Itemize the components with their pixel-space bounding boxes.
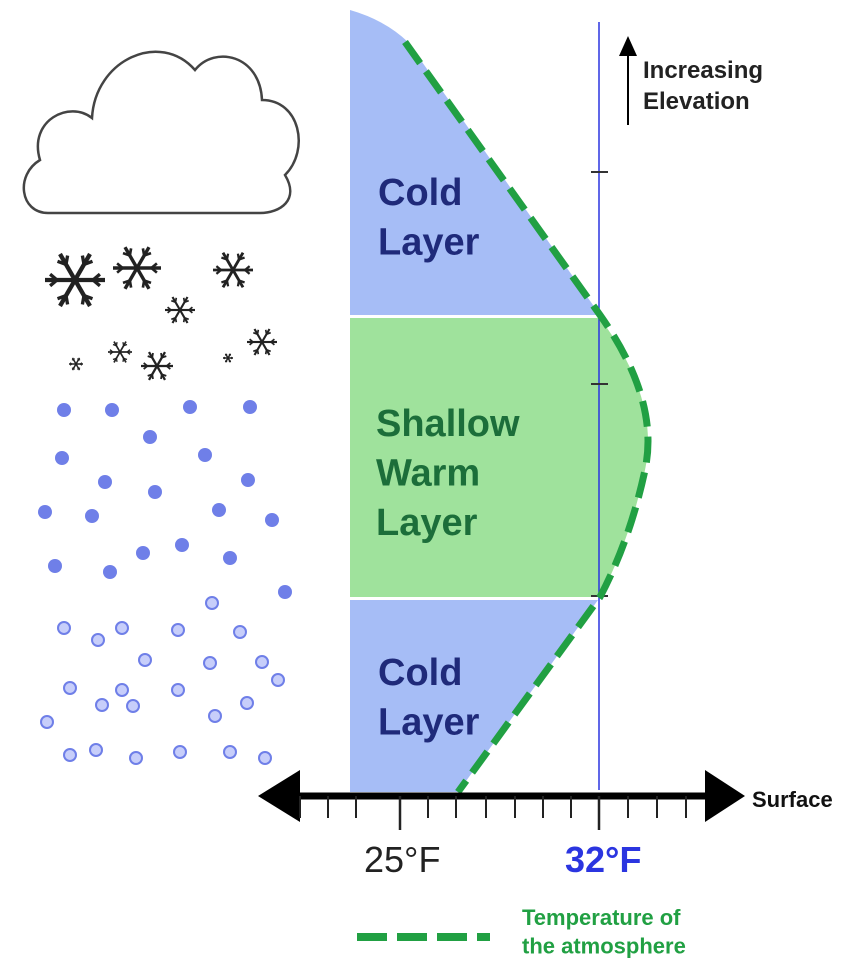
sleet-pellet-icon (171, 623, 185, 637)
sleet-pellet-icon (203, 656, 217, 670)
sleet-pellet-icon (63, 681, 77, 695)
sleet-pellet-icon (183, 400, 197, 414)
snowflakes (45, 246, 277, 381)
sleet-pellet-icon (115, 683, 129, 697)
sleet-pellet-icon (115, 621, 129, 635)
sleet-pellet-icon (91, 633, 105, 647)
snowflake-icon (223, 353, 233, 363)
snowflake-icon (141, 351, 173, 381)
sleet-pellet-icon (57, 621, 71, 635)
sleet-pellet-icon (265, 513, 279, 527)
sleet-pellet-icon (223, 551, 237, 565)
sleet-pellet-icon (243, 400, 257, 414)
snowflake-icon (165, 296, 195, 324)
sleet-pellet-icon (38, 505, 52, 519)
sleet-pellet-icon (103, 565, 117, 579)
sleet-pellet-icon (278, 585, 292, 599)
sleet-pellet-icon (175, 538, 189, 552)
snowflake-icon (113, 246, 161, 290)
sleet-pellet-icon (40, 715, 54, 729)
sleet-pellet-icon (98, 475, 112, 489)
sleet-pellet-icon (148, 485, 162, 499)
tick-32-label: 32°F (565, 839, 641, 880)
sleet-pellet-icon (129, 751, 143, 765)
upper-cold-layer (350, 10, 600, 315)
warm-layer (350, 318, 648, 597)
sleet-pellet-icon (208, 709, 222, 723)
cloud-icon (22, 50, 300, 215)
sleet-pellet-icon (171, 683, 185, 697)
snowflake-icon (45, 252, 105, 308)
sleet-pellet-icon (55, 451, 69, 465)
sleet-pellets (38, 400, 292, 765)
sleet-pellet-icon (255, 655, 269, 669)
double-arrow-icon (258, 770, 745, 822)
sleet-pellet-icon (136, 546, 150, 560)
sleet-pellet-icon (138, 653, 152, 667)
lower-cold-layer (350, 600, 598, 792)
sleet-pellet-icon (198, 448, 212, 462)
sleet-pellet-icon (212, 503, 226, 517)
sleet-pellet-icon (48, 559, 62, 573)
sleet-pellet-icon (233, 625, 247, 639)
tick-25-label: 25°F (364, 839, 440, 880)
snowflake-icon (108, 341, 132, 363)
axis-ticks (299, 796, 687, 830)
snowflake-icon (69, 357, 83, 371)
sleet-pellet-icon (105, 403, 119, 417)
snowflake-icon (213, 251, 253, 289)
surface-label: Surface (752, 787, 833, 812)
sleet-pellet-icon (63, 748, 77, 762)
sleet-pellet-icon (205, 596, 219, 610)
sleet-pellet-icon (95, 698, 109, 712)
sleet-pellet-icon (241, 473, 255, 487)
sleet-pellet-icon (89, 743, 103, 757)
arrow-up-icon (619, 36, 637, 125)
sleet-pellet-icon (143, 430, 157, 444)
sleet-pellet-icon (258, 751, 272, 765)
sleet-pellet-icon (173, 745, 187, 759)
sleet-pellet-icon (271, 673, 285, 687)
sleet-pellet-icon (57, 403, 71, 417)
sleet-pellet-icon (223, 745, 237, 759)
temperature-curve (402, 39, 652, 795)
sleet-pellet-icon (240, 696, 254, 710)
snowflake-icon (247, 328, 277, 356)
sleet-pellet-icon (85, 509, 99, 523)
sleet-pellet-icon (126, 699, 140, 713)
